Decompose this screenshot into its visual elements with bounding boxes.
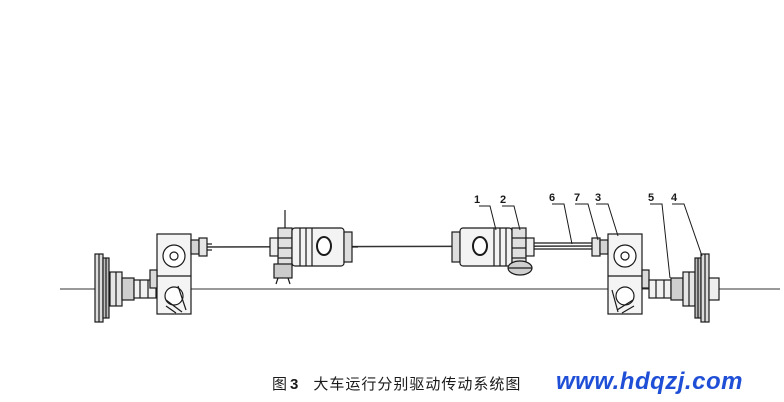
right-drive-assembly: [451, 227, 720, 323]
caption-prefix: 图: [272, 375, 289, 393]
left-wheel: [94, 253, 110, 323]
leader-lines: [479, 203, 703, 279]
left-brake: [269, 210, 293, 285]
transmission-shaft: [534, 242, 592, 250]
leader-2: [502, 205, 521, 231]
long-transmission-shaft: [199, 245, 601, 248]
callout-1: 1: [474, 194, 480, 206]
right-coupling: [591, 237, 609, 257]
callout-6: 6: [549, 192, 555, 204]
leader-7: [575, 203, 599, 241]
left-motor: [291, 227, 358, 267]
right-reducer-gearbox: [607, 233, 650, 315]
caption-text: 大车运行分别驱动传动系统图: [313, 375, 522, 393]
callout-5: 5: [648, 192, 654, 204]
leader-4: [672, 203, 703, 257]
left-drive-assembly: [94, 210, 358, 323]
left-coupling: [190, 237, 212, 257]
right-brake: [507, 227, 535, 276]
callout-7: 7: [574, 192, 580, 204]
leader-3: [596, 203, 619, 237]
site-watermark: www.hdqzj.com: [556, 368, 743, 395]
left-wheel-hub: [109, 271, 157, 307]
leader-6: [552, 203, 573, 245]
right-wheel-hub: [648, 271, 696, 307]
callout-4: 4: [671, 192, 678, 204]
callout-3: 3: [595, 192, 601, 204]
leader-5: [650, 203, 671, 279]
right-wheel: [694, 253, 720, 323]
caption-number: 3: [290, 376, 300, 393]
left-reducer-gearbox: [149, 233, 192, 315]
leader-1: [479, 205, 497, 231]
callout-2: 2: [500, 194, 506, 206]
right-motor: [451, 227, 513, 267]
